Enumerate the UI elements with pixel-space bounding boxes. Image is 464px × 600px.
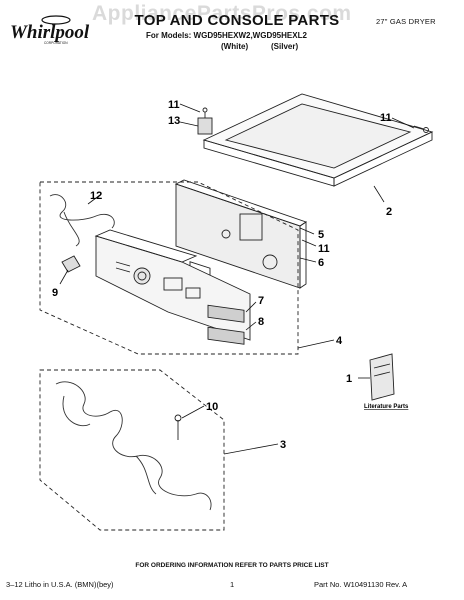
overlay-7 bbox=[207, 304, 245, 323]
top-panel bbox=[202, 93, 434, 187]
watermark: AppliancePartsPros.com bbox=[92, 2, 352, 25]
models-line: For Models: WGD95HEXW2,WGD95HEXL2 bbox=[146, 31, 307, 40]
literature-label: Literature Parts bbox=[364, 404, 409, 410]
callout-10: 10 bbox=[206, 401, 218, 413]
callout-13: 13 bbox=[168, 115, 180, 127]
callout-3: 3 bbox=[280, 439, 286, 451]
callout-5: 5 bbox=[318, 229, 324, 241]
callout-6: 6 bbox=[318, 257, 324, 269]
page-number: 1 bbox=[230, 580, 235, 589]
literature-pack bbox=[369, 353, 395, 401]
ordering-note: FOR ORDERING INFORMATION REFER TO PARTS … bbox=[135, 562, 329, 569]
callout-9: 9 bbox=[52, 287, 58, 299]
harness-outline bbox=[39, 369, 225, 531]
color-white: (White) bbox=[221, 42, 249, 51]
callout-8: 8 bbox=[258, 316, 264, 328]
overlay-8 bbox=[207, 326, 245, 345]
wire-harness-small bbox=[49, 194, 115, 247]
main-harness bbox=[55, 381, 212, 511]
brand-logo: Whirlpool CORPORATION bbox=[6, 12, 106, 46]
harness-clip bbox=[174, 414, 182, 440]
callout-1: 1 bbox=[346, 373, 352, 385]
callout-2: 2 bbox=[386, 206, 392, 218]
knob bbox=[61, 255, 81, 273]
screw-top-right bbox=[413, 125, 429, 133]
brand-wordmark: Whirlpool bbox=[10, 22, 90, 43]
page-subtitle: 27" GAS DRYER bbox=[376, 17, 436, 26]
callout-11b: 11 bbox=[380, 112, 392, 124]
callout-11a: 11 bbox=[168, 99, 180, 111]
callout-11c: 11 bbox=[318, 243, 330, 255]
hinge-bracket bbox=[197, 107, 213, 135]
callout-12: 12 bbox=[90, 190, 102, 202]
part-number: Part No. W10491130 Rev. A bbox=[314, 580, 408, 589]
color-silver: (Silver) bbox=[271, 42, 299, 51]
console-assembly-outline bbox=[39, 181, 299, 355]
brand-tagline: CORPORATION bbox=[44, 41, 68, 45]
litho-info: 3–12 Litho in U.S.A. (BMN)(bey) bbox=[6, 580, 114, 589]
leader-lines bbox=[59, 103, 415, 455]
callout-4: 4 bbox=[336, 335, 343, 347]
page-title: TOP AND CONSOLE PARTS bbox=[134, 12, 340, 29]
callout-7: 7 bbox=[258, 295, 264, 307]
